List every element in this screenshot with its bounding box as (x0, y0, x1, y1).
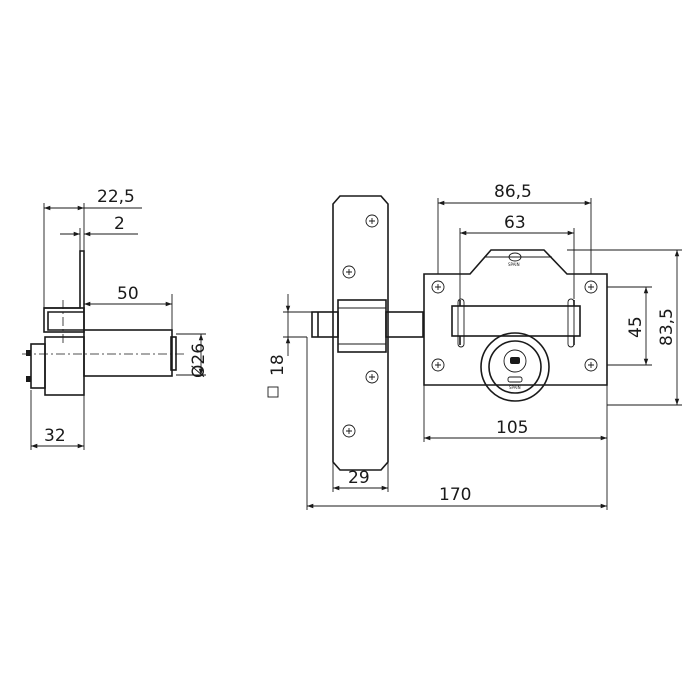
dim-label-32: 32 (44, 426, 66, 446)
body-brand-mark: SPAIN (508, 262, 520, 267)
front-view: SPAIN (267, 182, 682, 510)
dim-label-86-5: 86,5 (494, 182, 532, 202)
dim-105: 105 (424, 418, 607, 441)
dim-label-2: 2 (114, 214, 125, 234)
dim-diameter-26: Ø26 (189, 334, 209, 378)
dim-29: 29 (333, 468, 388, 491)
dim-18: 18 (267, 294, 291, 398)
dim-label-50: 50 (117, 284, 139, 304)
side-cylinder-head (26, 336, 85, 396)
side-bolt-cylinder (83, 329, 177, 377)
dim-170: 170 (307, 485, 607, 509)
lock-body: SPAIN (423, 249, 608, 402)
dim-2: 2 (60, 214, 138, 237)
dim-label-diameter-26: Ø26 (189, 343, 209, 378)
dim-label-170: 170 (439, 485, 471, 505)
bolt-shaft (311, 311, 424, 338)
dim-label-83-5: 83,5 (657, 308, 677, 346)
cylinder-brand-mark: SPAIN (509, 385, 521, 390)
dim-45: 45 (626, 287, 649, 365)
dim-63: 63 (460, 213, 574, 236)
dim-50: 50 (84, 284, 172, 307)
dim-label-22-5: 22,5 (97, 187, 135, 207)
lock-body-screw-holes (431, 280, 598, 372)
side-view: 22,5 2 50 Ø26 32 (22, 187, 209, 450)
strike-plate-screw-holes (342, 214, 379, 438)
dim-86-5: 86,5 (438, 182, 591, 206)
dim-label-45: 45 (626, 316, 646, 338)
dim-label-63: 63 (504, 213, 526, 233)
square-section-icon (267, 386, 279, 398)
dim-label-105: 105 (496, 418, 528, 438)
dim-83-5: 83,5 (657, 250, 680, 405)
dim-22-5: 22,5 (44, 187, 142, 211)
dim-label-18: 18 (268, 354, 288, 376)
side-bracket (43, 250, 85, 333)
dim-32: 32 (30, 426, 84, 449)
key-cylinder: SPAIN (480, 332, 550, 402)
strike-plate (332, 195, 389, 471)
dim-label-29: 29 (348, 468, 370, 488)
